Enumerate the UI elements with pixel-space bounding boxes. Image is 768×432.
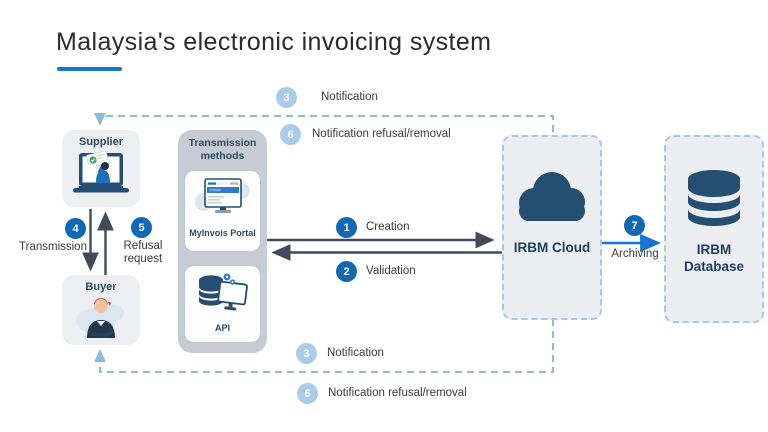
step-6-bottom-number: 6: [304, 387, 311, 400]
title-underline: [57, 67, 122, 71]
transmission-label: Transmission: [19, 241, 87, 253]
irbm-database-node: IRBM Database: [664, 135, 764, 323]
step-4-number: 4: [72, 222, 79, 235]
step-5-badge: 5: [131, 217, 152, 238]
cloud-icon: [519, 172, 585, 221]
step-3-bottom-number: 3: [303, 347, 310, 360]
notification-top-label: Notification: [321, 91, 378, 103]
step-6-top-number: 6: [287, 128, 294, 141]
buyer-label: Buyer: [85, 281, 117, 293]
irbm-cloud-node: IRBM Cloud: [502, 135, 602, 320]
notification-bottom-label: Notification: [327, 347, 384, 359]
myinvois-portal-card: MyInvois Portal: [185, 171, 260, 251]
step-1-number: 1: [343, 221, 350, 234]
step-1-badge: 1: [336, 217, 357, 238]
database-icon: [688, 170, 740, 226]
api-icon: [198, 273, 248, 311]
transmission-methods-label: Transmission methods: [188, 137, 257, 162]
irbm-database-label: IRBM Database: [683, 242, 745, 274]
step-7-badge: 7: [624, 215, 645, 236]
creation-label: Creation: [366, 221, 410, 233]
api-card: API: [185, 266, 260, 342]
irbm-cloud-label: IRBM Cloud: [513, 240, 591, 255]
notification-bottom-path: [94, 319, 554, 373]
step-6-bottom-badge: 6: [297, 383, 318, 404]
notification-refusal-top-label: Notification refusal/removal: [312, 128, 451, 140]
step-4-badge: 4: [65, 218, 86, 239]
step-3-bottom-badge: 3: [296, 343, 317, 364]
refusal-request-label: Refusal request: [123, 240, 163, 266]
notification-refusal-bottom-label: Notification refusal/removal: [328, 387, 467, 399]
myinvois-portal-icon: [194, 178, 250, 213]
step-2-number: 2: [343, 265, 350, 278]
supplier-node: Supplier: [62, 130, 140, 207]
myinvois-portal-label: MyInvois Portal: [189, 228, 256, 238]
page-title: Malaysia's electronic invoicing system: [56, 28, 492, 56]
step-7-number: 7: [631, 219, 638, 232]
transmission-methods-box: Transmission methods MyInvois Portal: [178, 130, 267, 353]
api-label: API: [214, 323, 230, 333]
step-3-top-badge: 3: [276, 87, 297, 108]
step-6-top-badge: 6: [280, 124, 301, 145]
supplier-laptop-icon: [73, 150, 129, 193]
step-5-number: 5: [138, 221, 145, 234]
step-2-badge: 2: [336, 261, 357, 282]
buyer-person-icon: [76, 298, 124, 338]
archiving-label: Archiving: [611, 248, 659, 260]
validation-label: Validation: [366, 265, 416, 277]
supplier-label: Supplier: [78, 136, 123, 148]
buyer-node: Buyer: [62, 275, 140, 345]
step-3-top-number: 3: [283, 91, 290, 104]
